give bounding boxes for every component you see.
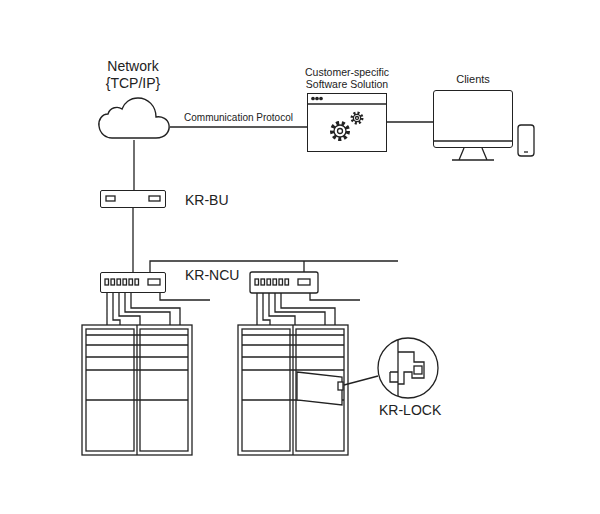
ncu-unit-part xyxy=(267,279,271,285)
bu-details-part xyxy=(106,196,115,201)
window-details xyxy=(307,97,387,139)
window-details-part xyxy=(320,97,322,99)
bus-wire-part xyxy=(303,261,304,272)
lock-callout-part xyxy=(378,338,438,398)
ncu-unit-part xyxy=(261,279,265,285)
client-monitor: Clients xyxy=(433,90,513,148)
client-devices xyxy=(433,125,534,160)
node-label: KR-BU xyxy=(185,192,229,209)
ncu-ports-part xyxy=(117,279,121,285)
window-details-part xyxy=(338,129,343,134)
ncu-unit-part xyxy=(279,279,283,285)
ncu-ports-part xyxy=(105,279,109,285)
connector-line xyxy=(387,121,433,122)
locker-cabinet-part xyxy=(338,382,343,390)
ncu-ports-part xyxy=(135,279,139,285)
connector-line xyxy=(133,140,134,190)
part-label: KR-LOCK xyxy=(378,402,442,419)
node-label: Network {TCP/IP} xyxy=(88,58,178,92)
window-details-part xyxy=(316,97,318,99)
locker-cabinet-part xyxy=(297,372,342,405)
locker-cabinet-part xyxy=(296,329,344,451)
lock-callout-part xyxy=(398,340,424,396)
locker-cabinet-part xyxy=(82,325,192,455)
ncu-unit-part xyxy=(273,279,277,285)
ncu-unit xyxy=(250,272,318,293)
connector-line xyxy=(170,126,307,127)
lock-wires-part xyxy=(257,293,335,325)
cloud-outline xyxy=(98,94,170,140)
locker-cabinet xyxy=(238,325,348,455)
lock-callout xyxy=(344,338,438,398)
window-details-part xyxy=(312,97,314,99)
node-label: Clients xyxy=(456,73,490,86)
ncu-unit-part xyxy=(285,279,289,285)
ncu-unit-part xyxy=(250,272,318,293)
lock-wires-part xyxy=(160,293,210,300)
lock-wires-part xyxy=(310,293,360,300)
ncu-unit-part xyxy=(298,279,310,285)
locker-cabinet-part xyxy=(140,329,188,451)
ncu-ports-part xyxy=(148,279,160,285)
window-details-part xyxy=(307,103,387,104)
bu-details xyxy=(106,196,160,201)
client-devices-part xyxy=(452,148,494,160)
lock-callout-part xyxy=(390,372,398,382)
locker-cabinet xyxy=(82,325,192,455)
node-label: KR-NCU xyxy=(185,267,239,284)
ncu-ports-part xyxy=(123,279,127,285)
bu-details-part xyxy=(149,196,160,201)
client-devices-part xyxy=(433,140,513,141)
window-details-part xyxy=(353,114,360,121)
lock-callout-part xyxy=(414,366,422,374)
ncu-ports-part xyxy=(111,279,115,285)
node-label: Customer-specific Software Solution xyxy=(287,66,407,91)
locker-cabinet-part xyxy=(86,329,134,451)
client-devices-part xyxy=(518,125,534,156)
lock-wires-part xyxy=(107,293,180,325)
ncu-ports xyxy=(105,279,160,285)
ncu-unit-part xyxy=(255,279,259,285)
locker-cabinet-part xyxy=(242,329,290,451)
window-details-part xyxy=(352,113,362,123)
window-details-part xyxy=(356,117,359,120)
connector-line xyxy=(132,208,133,272)
lock-callout-part xyxy=(344,376,378,385)
edge-label: Communication Protocol xyxy=(183,112,294,124)
lock-wires xyxy=(107,293,360,325)
locker-cabinet-part xyxy=(86,335,188,400)
bu-unit: KR-BU xyxy=(100,190,166,208)
window-details-part xyxy=(332,123,348,139)
software-window: Customer-specific Software Solution xyxy=(307,93,387,152)
client-devices-part xyxy=(524,151,528,152)
window-details-part xyxy=(334,125,346,137)
network-cloud: Network {TCP/IP} xyxy=(98,94,170,140)
ncu-unit: KR-NCU xyxy=(100,272,166,293)
locker-cabinet-part xyxy=(238,325,348,455)
ncu-ports-part xyxy=(129,279,133,285)
cloud-path xyxy=(99,98,169,138)
